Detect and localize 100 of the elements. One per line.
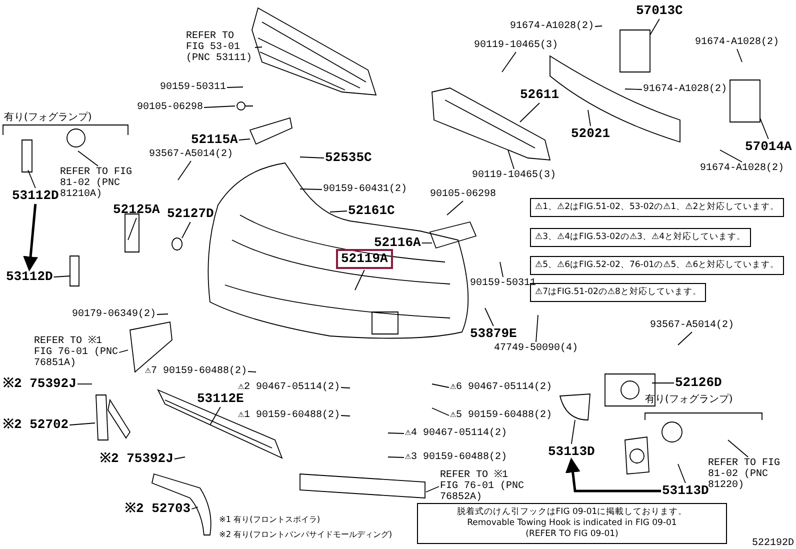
part-number: 52125A: [113, 203, 160, 217]
leader-line: [502, 52, 516, 72]
leader-line: [736, 48, 742, 62]
leader-line: [340, 387, 350, 388]
leader-line: [69, 422, 96, 426]
leader-line: [300, 156, 324, 158]
leader-line: [354, 270, 365, 290]
reference-note: REFER TO FIG 81-02 (PNC 81220): [708, 458, 788, 491]
leader-line: [178, 160, 192, 180]
part-number: ※2 75392J: [100, 452, 174, 466]
part-number: 52127D: [167, 207, 214, 221]
leader-line: [520, 102, 540, 122]
leader-line: [78, 150, 98, 166]
leader-line: [536, 314, 538, 342]
note-box: ⚠3、⚠4はFIG.53-02の⚠3、⚠4と対応しています。: [530, 228, 750, 247]
part-number: ⚠4 90467-05114(2): [405, 428, 508, 439]
leader-line: [432, 408, 450, 416]
leader-line: [53, 276, 70, 278]
leader-line: [624, 88, 642, 90]
part-number: 53879E: [470, 327, 517, 341]
reference-note: REFER TO ※1 FIG 76-01 (PNC 76851A): [34, 336, 118, 369]
part-number: 91674-A1028(2): [510, 21, 594, 32]
note-text: Removable Towing Hook is indicated in FIG 09-01: [466, 518, 678, 529]
leader-line: [128, 218, 137, 240]
note-box: ⚠1、⚠2はFIG.51-02、53-02の⚠1、⚠2と対応しています。: [530, 198, 784, 217]
part-number: 52161C: [348, 204, 395, 218]
part-number: ※2 75392J: [3, 377, 76, 391]
part-number: ⚠2 90467-05114(2): [238, 382, 340, 393]
leader-line: [248, 371, 256, 372]
leader-line: [728, 440, 748, 458]
part-number: 90119-10465(3): [474, 40, 558, 51]
group-heading: 有り(フォグランプ): [645, 394, 733, 405]
part-number: ⚠7 90159-60488(2): [145, 366, 248, 377]
leader-line: [254, 46, 262, 48]
note-text: (REFER TO FIG 09-01): [524, 529, 620, 540]
leader-line: [118, 350, 128, 353]
part-number: ※2 52703: [125, 502, 191, 516]
arrow: [565, 458, 661, 492]
part-number: 93567-A5014(2): [650, 320, 734, 331]
screw-drawing: [236, 101, 254, 111]
part-number: 52021: [571, 127, 610, 141]
part-number: 52126D: [675, 376, 722, 390]
part-number: 52119A: [336, 249, 393, 269]
part-number: 52116A: [374, 236, 421, 250]
part-number: 90179-06349(2): [72, 309, 156, 320]
leader-line: [426, 486, 440, 492]
arrow: [23, 204, 38, 272]
leader-line: [484, 308, 494, 326]
part-number: ※2 52702: [3, 418, 69, 432]
leader-line: [28, 170, 36, 188]
part-number: 53112E: [197, 392, 244, 406]
part-number: 53113D: [662, 484, 709, 498]
leader-line: [204, 106, 236, 108]
leader-line: [300, 188, 322, 190]
leader-line: [174, 456, 186, 460]
leader-line: [508, 150, 514, 170]
leader-line: [678, 464, 686, 484]
part-number: 52611: [520, 88, 560, 102]
part-number: 91674-A1028(2): [695, 37, 780, 48]
part-number: 90119-10465(3): [472, 170, 556, 181]
part-number: ⚠1 90159-60488(2): [238, 410, 340, 421]
note-text: 脱着式のけん引フックはFIG 09-01に掲載しております。: [456, 507, 688, 518]
note-box: ⚠7はFIG.51-02の⚠8と対応しています。: [530, 283, 706, 302]
leader-line: [156, 314, 168, 315]
leader-line: [191, 506, 198, 510]
reference-note: REFER TO ※1 FIG 76-01 (PNC 76852A): [440, 470, 524, 503]
leader-line: [182, 222, 191, 238]
part-number: 53112D: [12, 189, 59, 203]
leader-line: [760, 118, 769, 140]
part-number: 93567-A5014(2): [149, 149, 234, 160]
note-box: ⚠5、⚠6はFIG.52-02、76-01の⚠5、⚠6と対応しています。: [530, 256, 784, 275]
part-number: ⚠6 90467-05114(2): [450, 382, 552, 393]
part-number: 57013C: [636, 4, 683, 18]
part-number: 47749-50090(4): [494, 343, 578, 354]
leader-line: [340, 415, 350, 416]
leader-line: [650, 18, 660, 36]
part-number: 52535C: [325, 151, 372, 165]
leader-line: [226, 86, 244, 88]
part-number: ⚠3 90159-60488(2): [405, 452, 508, 463]
part-number: 53113D: [548, 445, 595, 459]
leader-line: [588, 110, 591, 126]
leader-line: [238, 138, 250, 140]
leader-line: [652, 382, 674, 384]
reference-note: REFER TO FIG 53-01 (PNC 53111): [186, 31, 254, 64]
note-text: ※1 有り(フロントスポイラ): [219, 514, 320, 525]
leader-line: [432, 384, 450, 388]
leader-line: [500, 262, 504, 278]
leader-line: [678, 332, 692, 346]
leader-line: [594, 26, 602, 27]
part-number: 90105-06298: [430, 189, 496, 200]
part-number: 57014A: [745, 140, 792, 154]
leader-line: [421, 242, 432, 244]
part-number: 90159-50311: [160, 82, 226, 93]
part-number: 53112D: [6, 270, 53, 284]
note-text: 522192D: [752, 538, 794, 549]
leader-line: [388, 456, 404, 458]
leader-line: [446, 200, 464, 216]
part-number: 91674-A1028(2): [700, 163, 784, 174]
leader-line: [210, 406, 221, 426]
leader-line: [570, 420, 576, 444]
